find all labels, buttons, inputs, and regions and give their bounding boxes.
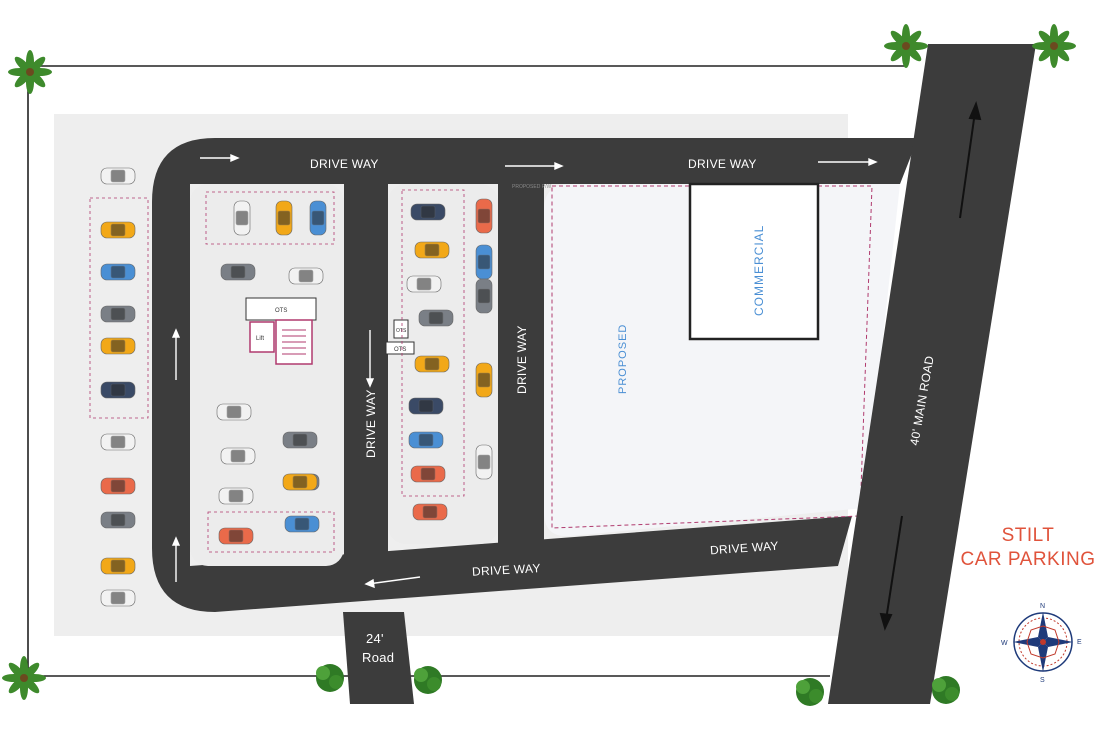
car-left-8 — [100, 511, 136, 529]
car-block-a-4 — [220, 447, 256, 465]
page-title: STILT CAR PARKING — [956, 524, 1100, 572]
palm-tree-top-left — [8, 50, 52, 94]
title-line-2: CAR PARKING — [960, 549, 1096, 570]
commercial-label: COMMERCIAL — [752, 225, 766, 316]
title-line-1: STILT — [1001, 525, 1055, 546]
compass-s: S — [1040, 677, 1045, 684]
drive-way-label-bottom-right: DRIVE WAY — [710, 539, 780, 558]
commercial-block — [688, 182, 820, 341]
car-block-a-5 — [218, 487, 254, 505]
parking-block-a — [190, 184, 344, 566]
shrub-2 — [414, 666, 442, 694]
proposed-label: PROPOSED — [617, 324, 629, 394]
compass-rose: N S E W — [1001, 603, 1082, 684]
car-left-3 — [100, 305, 136, 323]
ots-label-top: OTS — [275, 308, 287, 314]
car-left-7 — [100, 477, 136, 495]
car-block-a-top-1 — [275, 200, 293, 236]
drive-way-column-2 — [498, 184, 544, 544]
car-block-b-4 — [406, 275, 442, 293]
main-road — [828, 44, 1036, 704]
car-block-b-9 — [408, 397, 444, 415]
car-block-b-2 — [414, 241, 450, 259]
drive-way-label-vertical-2: DRIVE WAY — [515, 325, 529, 394]
drive-way-label-top-left: DRIVE WAY — [310, 157, 379, 171]
car-block-b-0 — [410, 203, 446, 221]
lift-label: Lift — [256, 336, 264, 342]
car-left-4 — [100, 337, 136, 355]
car-block-a-top-0 — [233, 200, 251, 236]
car-block-a-8 — [218, 527, 254, 545]
car-left-2 — [100, 263, 136, 281]
car-block-a-1 — [288, 267, 324, 285]
car-block-a-7 — [282, 473, 318, 491]
slot-outlines — [89, 189, 465, 553]
car-block-b-10 — [408, 431, 444, 449]
car-block-b-11 — [475, 444, 493, 480]
main-road-arrows — [879, 100, 982, 631]
palm-tree-top-center — [884, 24, 928, 68]
car-block-b-6 — [418, 309, 454, 327]
side-road-label-1: 24' — [366, 631, 384, 646]
palm-tree-bottom-left — [2, 656, 46, 700]
shrub-4 — [932, 676, 960, 704]
ots-label-2: OTS — [396, 328, 407, 334]
ots-boxes: OTS OTS — [385, 319, 415, 355]
car-block-b-5 — [475, 278, 493, 314]
car-block-b-1 — [475, 198, 493, 234]
drive-way-column-1 — [344, 184, 388, 566]
car-left-9 — [100, 557, 136, 575]
car-left-1 — [100, 221, 136, 239]
car-block-a-2 — [216, 403, 252, 421]
shrub-1 — [316, 664, 344, 692]
car-left-10 — [100, 589, 136, 607]
compass-w: W — [1001, 640, 1008, 647]
drive-way-label-bottom-left: DRIVE WAY — [472, 561, 541, 579]
drive-way-label-vertical-1: DRIVE WAY — [364, 389, 378, 458]
side-road — [343, 612, 414, 704]
compass-n: N — [1040, 603, 1045, 610]
car-block-a-3 — [282, 431, 318, 449]
car-left-5 — [100, 381, 136, 399]
palm-tree-top-right — [1032, 24, 1076, 68]
car-block-a-0 — [220, 263, 256, 281]
car-block-b-3 — [475, 244, 493, 280]
car-block-b-8 — [475, 362, 493, 398]
traffic-arrows — [171, 153, 878, 589]
proposed-small-label: PROPOSED P/W — [512, 184, 551, 190]
car-block-a-top-2 — [309, 200, 327, 236]
car-block-b-12 — [410, 465, 446, 483]
car-block-a-9 — [284, 515, 320, 533]
car-block-b-bottom — [412, 503, 448, 521]
side-road-label-2: Road — [362, 650, 394, 665]
compass-e: E — [1077, 639, 1082, 646]
car-left-6 — [100, 433, 136, 451]
car-block-b-7 — [414, 355, 450, 373]
lift-stair-core: OTS Lift — [245, 297, 317, 365]
ots-label-1: OTS — [394, 347, 406, 353]
drive-way-label-top-right: DRIVE WAY — [688, 157, 757, 171]
shrub-3 — [796, 678, 824, 706]
car-left-0 — [100, 167, 136, 185]
